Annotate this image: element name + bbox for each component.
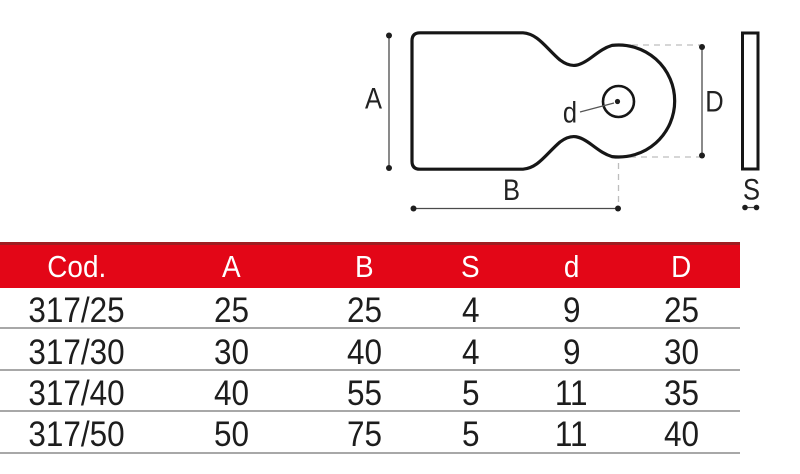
header-cell: A bbox=[153, 251, 309, 282]
table-cell-text: 75 bbox=[347, 415, 383, 455]
table-cell-text: 9 bbox=[562, 332, 580, 372]
header-cell-text: B bbox=[355, 249, 375, 284]
table-cell-text: 11 bbox=[554, 415, 588, 455]
dim-dot bbox=[753, 204, 760, 211]
table-cell: 75 bbox=[309, 415, 420, 455]
table-cell: 4 bbox=[420, 332, 520, 372]
table-cell-text: 4 bbox=[461, 291, 479, 331]
header-cell: B bbox=[309, 251, 420, 282]
table-cell-text: 5 bbox=[461, 415, 479, 455]
table-row: 317/50 50 75 5 11 40 bbox=[0, 412, 740, 455]
table-cell-text: 25 bbox=[213, 291, 249, 331]
header-cell-text: D bbox=[671, 249, 692, 284]
table-cell: 317/50 bbox=[0, 415, 153, 455]
table-cell-text: 11 bbox=[554, 373, 588, 413]
table-cell-text: 50 bbox=[213, 415, 249, 455]
header-cell: D bbox=[622, 251, 740, 282]
table-cell: 40 bbox=[622, 415, 740, 455]
table-cell: 11 bbox=[520, 415, 622, 455]
dim-label-S: S bbox=[743, 173, 760, 206]
table-cell-text: 317/40 bbox=[28, 373, 125, 413]
header-cell-text: A bbox=[221, 249, 241, 284]
table-cell-text: 317/50 bbox=[28, 415, 125, 455]
table-cell: 5 bbox=[420, 373, 520, 413]
header-cell-text: S bbox=[460, 249, 480, 284]
table-cell-text: 55 bbox=[347, 373, 383, 413]
header-cell-text: Cod. bbox=[47, 249, 107, 284]
table-cell-text: 35 bbox=[663, 373, 699, 413]
header-cell: S bbox=[420, 251, 520, 282]
header-cell: d bbox=[520, 251, 622, 282]
header-cell: Cod. bbox=[0, 251, 153, 282]
table-cell: 25 bbox=[309, 291, 420, 331]
table-cell: 11 bbox=[520, 373, 622, 413]
table-cell: 35 bbox=[622, 373, 740, 413]
dim-dot bbox=[742, 204, 748, 211]
table-cell: 4 bbox=[420, 291, 520, 331]
dim-dot bbox=[386, 32, 392, 39]
table-cell-text: 25 bbox=[347, 291, 383, 331]
table-cell: 317/40 bbox=[0, 373, 153, 413]
part-side-view bbox=[741, 31, 760, 171]
table-cell: 5 bbox=[420, 415, 520, 455]
table-cell: 317/30 bbox=[0, 332, 153, 372]
table-cell: 40 bbox=[309, 332, 420, 372]
dim-dot bbox=[615, 205, 621, 212]
table-row: 317/25 25 25 4 9 25 bbox=[0, 288, 740, 331]
table-cell: 55 bbox=[309, 373, 420, 413]
table-cell-text: 30 bbox=[663, 332, 699, 372]
table-cell: 9 bbox=[520, 332, 622, 372]
table-cell-text: 5 bbox=[461, 373, 479, 413]
table-cell: 9 bbox=[520, 291, 622, 331]
table-cell-text: 9 bbox=[562, 291, 580, 331]
table-row: 317/30 30 40 4 9 30 bbox=[0, 329, 740, 372]
table-cell: 30 bbox=[622, 332, 740, 372]
table-cell-text: 40 bbox=[347, 332, 383, 372]
table-cell-text: 4 bbox=[461, 332, 479, 372]
dim-dot bbox=[699, 152, 705, 159]
table-cell-text: 317/30 bbox=[28, 332, 125, 372]
table-cell: 50 bbox=[153, 415, 309, 455]
hole-center-dot bbox=[614, 98, 621, 105]
dim-dot bbox=[699, 44, 705, 50]
table-cell-text: 25 bbox=[663, 291, 699, 331]
dim-dot bbox=[386, 165, 392, 171]
table-cell: 25 bbox=[622, 291, 740, 331]
table-cell: 25 bbox=[153, 291, 309, 331]
dim-label-D: D bbox=[705, 85, 723, 118]
d-leader-line bbox=[579, 102, 615, 113]
header-cell-text: d bbox=[563, 249, 579, 284]
dim-label-B: B bbox=[503, 173, 520, 206]
dim-label-d: d bbox=[563, 96, 577, 129]
dim-label-A: A bbox=[365, 82, 382, 115]
table-cell: 317/25 bbox=[0, 291, 153, 331]
table-cell-text: 317/25 bbox=[28, 291, 125, 331]
table-cell: 30 bbox=[153, 332, 309, 372]
dim-dot bbox=[410, 205, 417, 212]
table-cell-text: 40 bbox=[663, 415, 699, 455]
table-cell-text: 40 bbox=[213, 373, 249, 413]
table-cell-text: 30 bbox=[213, 332, 249, 372]
table-cell: 40 bbox=[153, 373, 309, 413]
part-outline bbox=[410, 31, 677, 171]
